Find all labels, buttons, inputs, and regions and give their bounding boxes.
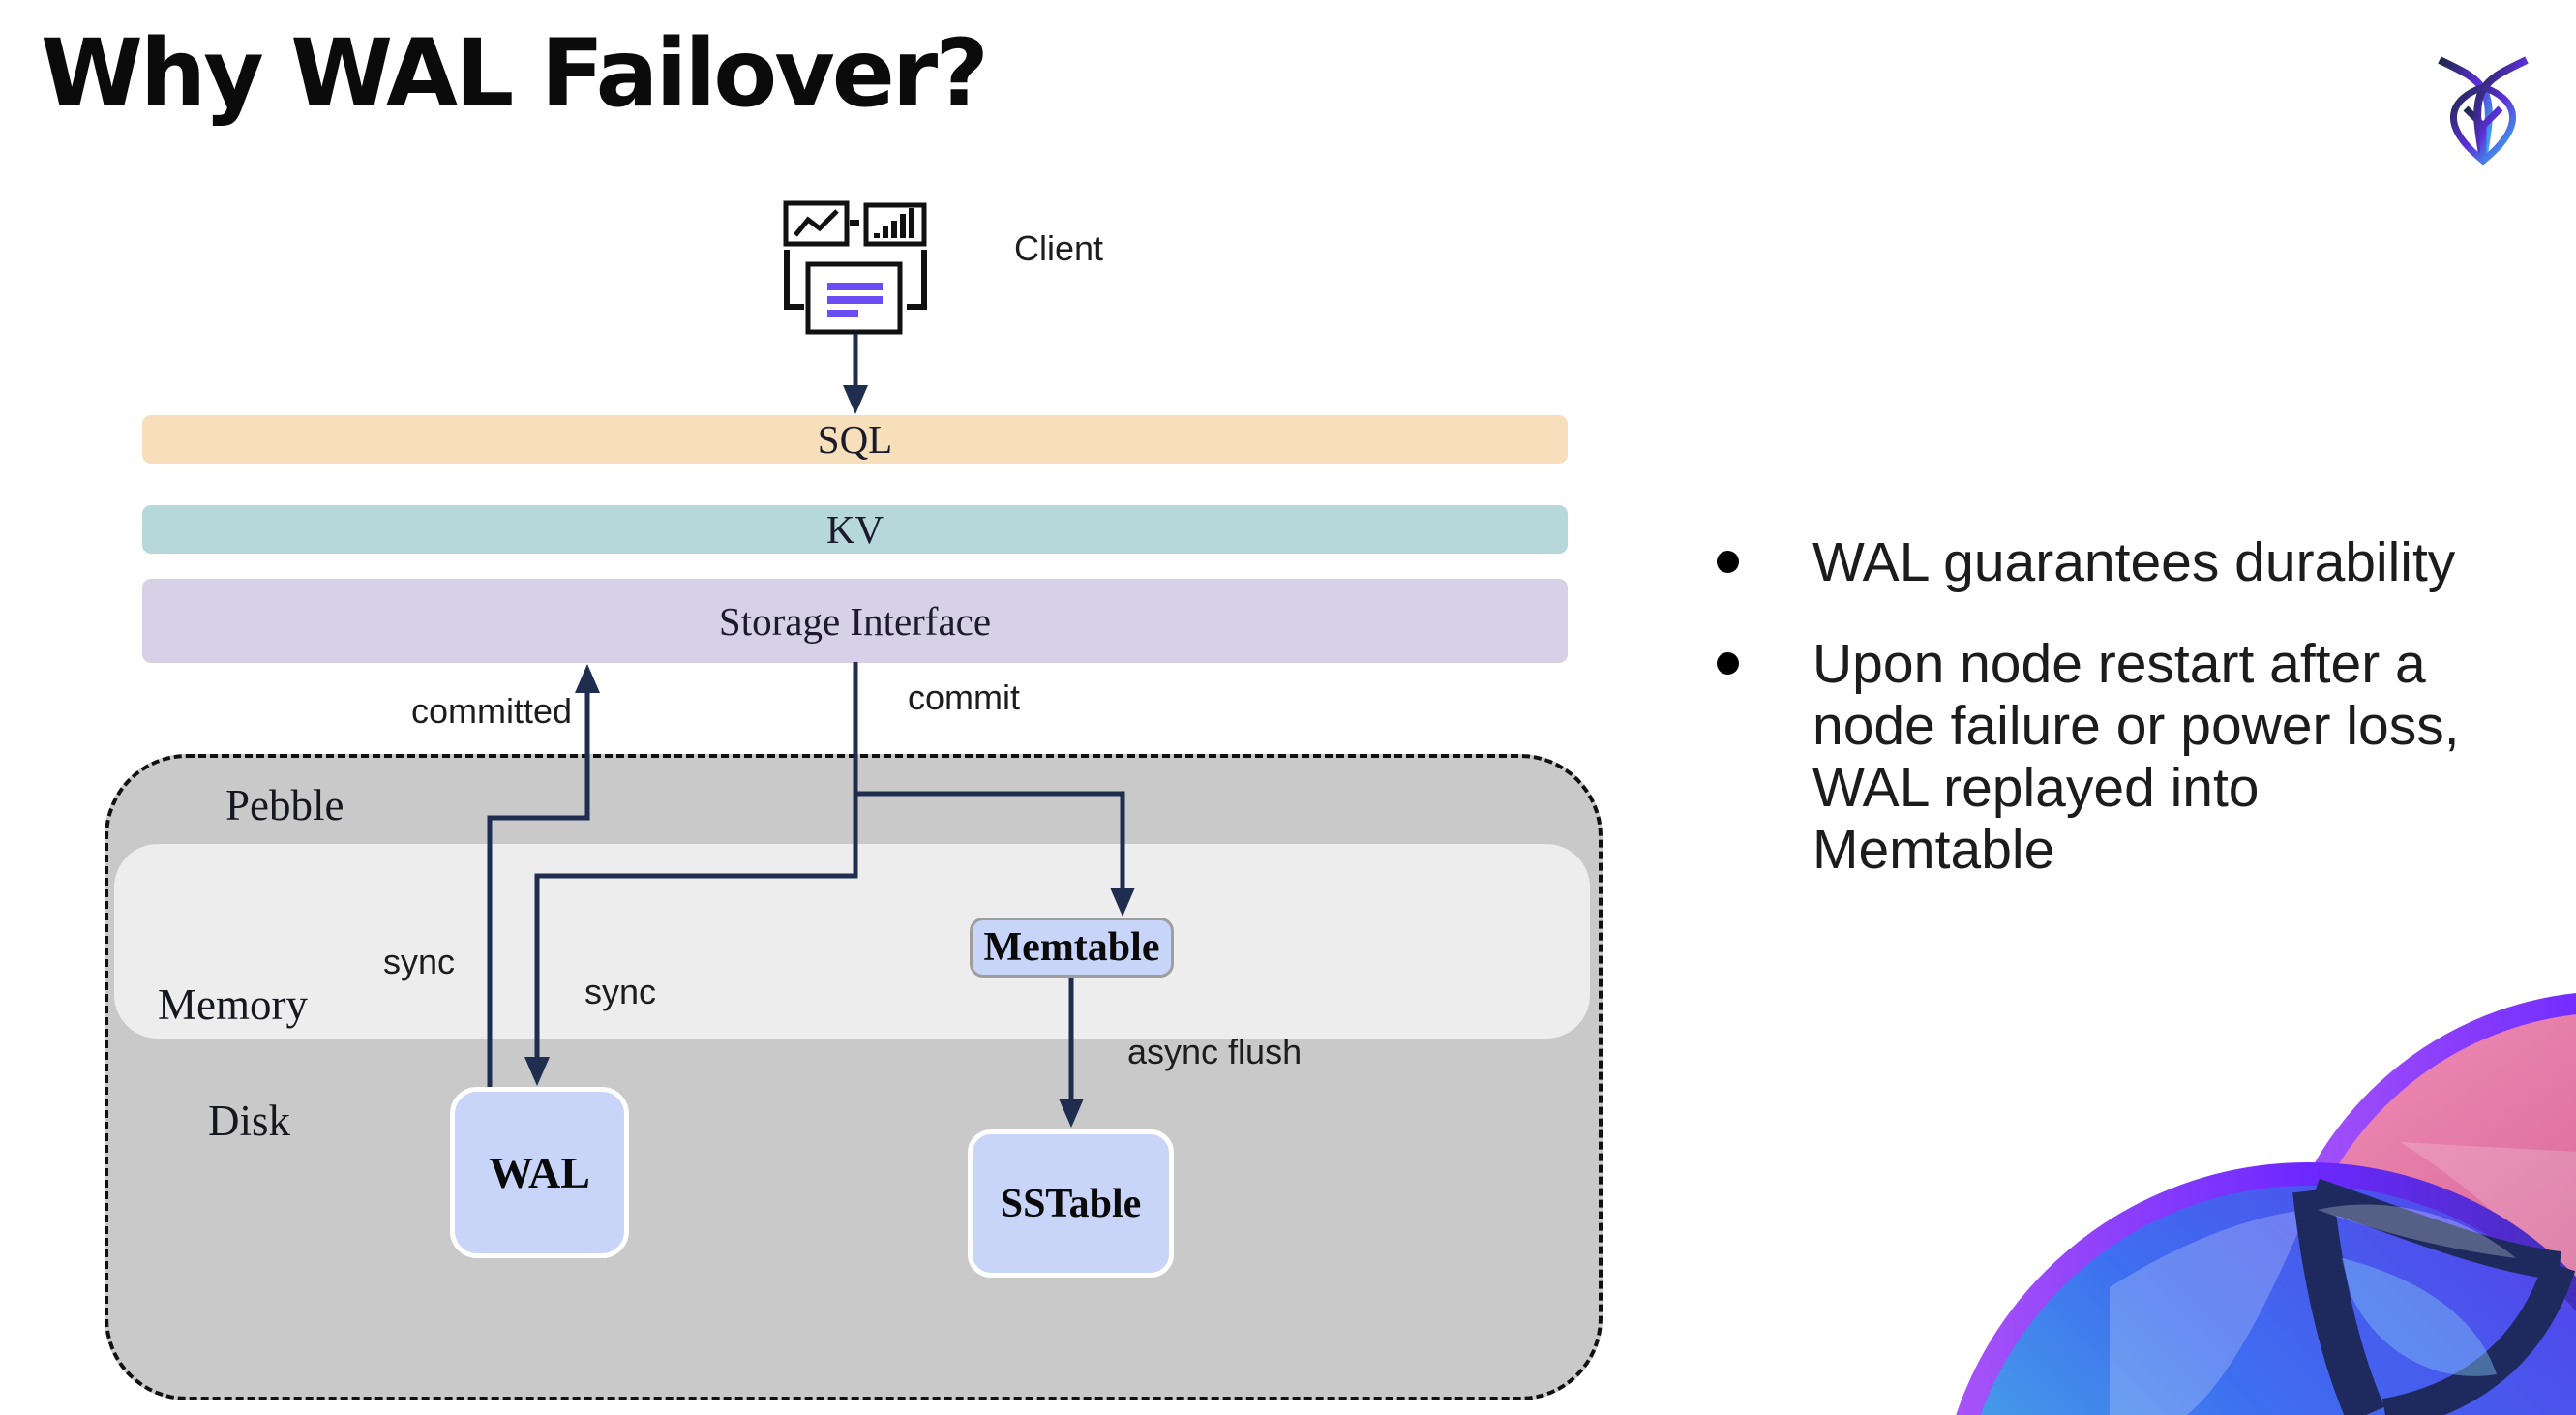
bullet-item: Upon node restart after a node failure o… xyxy=(1717,633,2491,881)
sstable-node: SSTable xyxy=(968,1129,1174,1278)
sync-right-edge-label: sync xyxy=(584,972,657,1011)
bullet-dot-icon xyxy=(1717,652,1739,675)
async-flush-edge-label: async flush xyxy=(1127,1032,1303,1071)
client-label: Client xyxy=(1014,228,1104,268)
memory-label: Memory xyxy=(158,980,308,1029)
sstable-label: SSTable xyxy=(1000,1181,1142,1226)
client-to-sql-arrow xyxy=(843,334,868,414)
bullet-text: Upon node restart after a node failure o… xyxy=(1812,633,2460,881)
brand-artwork xyxy=(1956,993,2576,1415)
layer-bar-storage-interface: Storage Interface xyxy=(142,579,1568,663)
commit-edge-label: commit xyxy=(908,677,1020,717)
layer-label-storage-interface: Storage Interface xyxy=(718,598,992,644)
wal-label: WAL xyxy=(489,1148,590,1197)
bullet-dot-icon xyxy=(1717,551,1739,573)
pebble-label: Pebble xyxy=(225,781,344,829)
layer-label-sql: SQL xyxy=(817,417,893,462)
memory-zone xyxy=(114,844,1590,1039)
layer-label-kv: KV xyxy=(825,507,884,552)
memtable-label: Memtable xyxy=(983,925,1160,970)
disk-label: Disk xyxy=(208,1097,291,1145)
layer-bar-kv: KV xyxy=(142,505,1568,554)
bullet-text: WAL guarantees durability xyxy=(1812,531,2456,593)
cockroachdb-logo-icon xyxy=(2438,56,2529,166)
memtable-node: Memtable xyxy=(970,918,1174,978)
layer-bar-sql: SQL xyxy=(142,415,1568,464)
page-title: Why WAL Failover? xyxy=(41,19,989,128)
committed-edge-label: committed xyxy=(411,691,573,731)
client-icon xyxy=(783,200,927,335)
sync-left-edge-label: sync xyxy=(383,942,456,981)
wal-node: WAL xyxy=(450,1087,629,1258)
bullet-list: WAL guarantees durability Upon node rest… xyxy=(1717,531,2491,881)
bullet-item: WAL guarantees durability xyxy=(1717,531,2491,593)
